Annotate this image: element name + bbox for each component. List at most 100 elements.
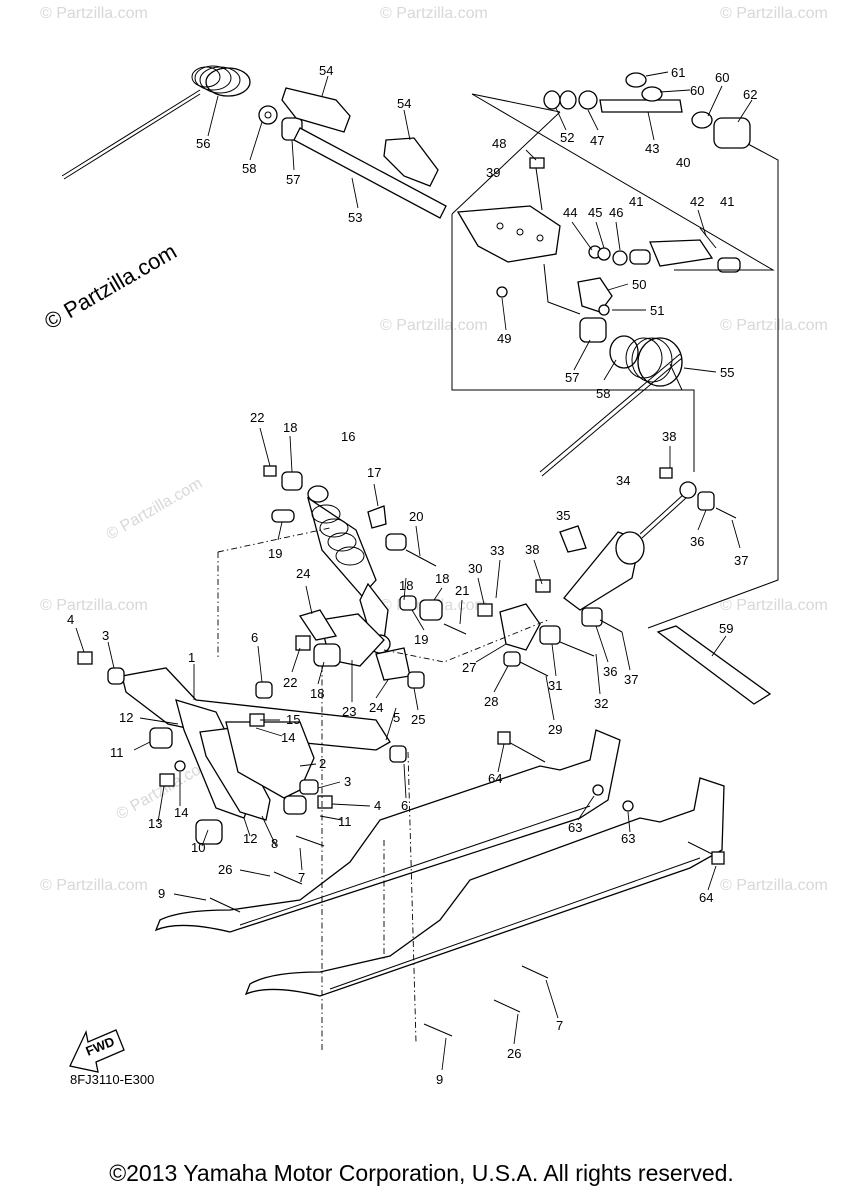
callout-label: 39 [486, 165, 500, 180]
shaft [293, 127, 447, 219]
callout-label: 8 [271, 836, 278, 851]
callout-label: 47 [590, 133, 604, 148]
callout-label: 4 [374, 798, 381, 813]
callout-label: 9 [436, 1072, 443, 1087]
callout-label: 56 [196, 136, 210, 151]
callout-label: 36 [603, 664, 617, 679]
assembly-outlines [451, 93, 779, 629]
watermark: © Partzilla.com [40, 5, 148, 22]
bushing [713, 117, 751, 149]
callout-label: 12 [243, 831, 257, 846]
callout-label: 29 [548, 722, 562, 737]
callout-label: 16 [341, 429, 355, 444]
watermark: © Partzilla.com [720, 5, 828, 22]
bolt-head [529, 157, 545, 169]
callout-label: 49 [497, 331, 511, 346]
shaft [599, 99, 683, 113]
washer [258, 105, 278, 125]
callout-label: 34 [616, 473, 630, 488]
callout-label: 6 [251, 630, 258, 645]
exploded-lines [217, 527, 549, 1052]
watermark: © Partzilla.com [40, 877, 148, 894]
callout-label: 58 [242, 161, 256, 176]
front-arm-assembly [77, 651, 407, 845]
callout-label: 52 [560, 130, 574, 145]
callout-label: 51 [650, 303, 664, 318]
callout-label: 24 [296, 566, 310, 581]
rail-left [154, 729, 621, 933]
cap [367, 505, 387, 529]
callout-label: 36 [690, 534, 704, 549]
bracket [456, 205, 561, 263]
callout-label: 60 [690, 83, 704, 98]
callout-label: 43 [645, 141, 659, 156]
callout-label: 40 [676, 155, 690, 170]
callout-label: 14 [281, 730, 295, 745]
callout-label: 22 [283, 675, 297, 690]
torsion-spring-right [539, 317, 683, 477]
watermark: © Partzilla.com [104, 475, 206, 544]
copyright-notice: ©2013 Yamaha Motor Corporation, U.S.A. A… [109, 1160, 734, 1186]
callout-label: 4 [67, 612, 74, 627]
bracket [577, 277, 613, 313]
upper-assembly [61, 65, 751, 477]
callout-label: 12 [119, 710, 133, 725]
callout-label: 13 [148, 816, 162, 831]
callout-label: 55 [720, 365, 734, 380]
callout-label: 22 [250, 410, 264, 425]
lower-bolts [209, 731, 725, 1037]
callout-label: 57 [286, 172, 300, 187]
callout-label: 10 [191, 840, 205, 855]
callout-label: 30 [468, 561, 482, 576]
callout-label: 60 [715, 70, 729, 85]
callout-label: 63 [621, 831, 635, 846]
callout-label: 58 [596, 386, 610, 401]
callout-label: 17 [367, 465, 381, 480]
callout-label: 64 [699, 890, 713, 905]
callout-label: 9 [158, 886, 165, 901]
rail-right [244, 777, 725, 997]
callout-label: 42 [690, 194, 704, 209]
callout-label: 38 [662, 429, 676, 444]
callout-label: 57 [565, 370, 579, 385]
callout-label: 45 [588, 205, 602, 220]
middle-assembly [263, 465, 772, 705]
watermark: © Partzilla.com [720, 877, 828, 894]
callout-label: 15 [286, 712, 300, 727]
callout-label: 18 [435, 571, 449, 586]
callout-label: 37 [734, 553, 748, 568]
callout-label: 35 [556, 508, 570, 523]
callout-labels: 61 60 60 62 54 54 56 58 57 52 47 43 48 3… [67, 63, 757, 1087]
callout-label: 37 [624, 672, 638, 687]
callout-label: 6 [401, 798, 408, 813]
arm [121, 667, 391, 751]
callout-label: 38 [525, 542, 539, 557]
callout-label: 25 [411, 712, 425, 727]
collar [383, 137, 439, 187]
bolt [535, 167, 543, 211]
callout-label: 14 [174, 805, 188, 820]
torsion-spring-left [61, 65, 251, 180]
watermark: © Partzilla.com [720, 597, 828, 614]
slide-rails [154, 729, 725, 997]
callout-label: 44 [563, 205, 577, 220]
callout-label: 19 [414, 632, 428, 647]
callout-label: 19 [268, 546, 282, 561]
callout-label: 33 [490, 543, 504, 558]
callout-label: 48 [492, 136, 506, 151]
callout-label: 59 [719, 621, 733, 636]
callout-label: 21 [455, 583, 469, 598]
callout-label: 27 [462, 660, 476, 675]
callout-label: 62 [743, 87, 757, 102]
callout-label: 41 [629, 194, 643, 209]
bracket [499, 603, 541, 651]
callout-label: 63 [568, 820, 582, 835]
callout-label: 53 [348, 210, 362, 225]
watermark-layer: © Partzilla.com © Partzilla.com © Partzi… [40, 5, 828, 894]
diagram-code: 8FJ3110-E300 [70, 1072, 155, 1087]
callout-label: 23 [342, 704, 356, 719]
callout-label: 32 [594, 696, 608, 711]
arm [649, 239, 714, 267]
callout-label: 1 [188, 650, 195, 665]
